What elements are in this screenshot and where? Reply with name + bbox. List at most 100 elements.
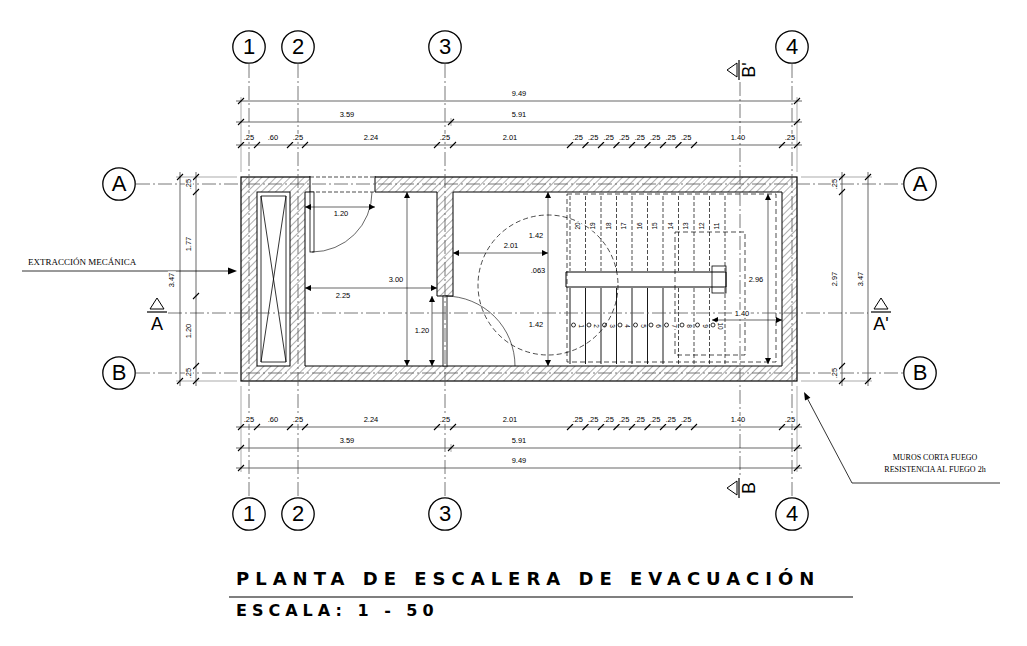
dimension-label: 3.47 bbox=[857, 271, 865, 288]
step-number: 16 bbox=[636, 221, 643, 230]
door-swing bbox=[312, 192, 372, 252]
grid-line bbox=[136, 184, 903, 185]
lobby-floor bbox=[305, 192, 437, 366]
step-number: 7 bbox=[670, 323, 677, 329]
dimension-line bbox=[453, 253, 548, 254]
section-line bbox=[168, 313, 868, 314]
dimension-label: .25 bbox=[572, 416, 584, 424]
grid-bubble-circle bbox=[429, 31, 461, 63]
door-swing bbox=[445, 296, 515, 366]
dimension-label: .25 bbox=[603, 416, 615, 424]
dimension-label: .25 bbox=[680, 416, 692, 424]
scale-caption: ESCALA: 1 - 50 bbox=[236, 602, 439, 620]
section-triangle bbox=[150, 298, 164, 309]
grid-line bbox=[298, 64, 299, 497]
dimension-label: 1.40 bbox=[734, 310, 751, 318]
grid-bubble: B bbox=[903, 356, 937, 390]
dimension-label: .063 bbox=[530, 267, 547, 275]
dimension-line bbox=[768, 194, 769, 364]
dimension-label: .25 bbox=[292, 134, 304, 142]
grid-label: B bbox=[112, 362, 127, 384]
stair-floor bbox=[453, 192, 782, 366]
dimension-label: .25 bbox=[572, 134, 584, 142]
step-number: 18 bbox=[605, 221, 612, 230]
grid-bubble: 3 bbox=[428, 497, 462, 531]
grid-line bbox=[249, 64, 250, 497]
dimension-label: .25 bbox=[665, 416, 677, 424]
grid-label: 4 bbox=[786, 503, 798, 525]
grid-label: 3 bbox=[439, 36, 451, 58]
grid-bubble: 1 bbox=[232, 30, 266, 64]
shaft-cross bbox=[261, 196, 286, 362]
grid-bubble: 2 bbox=[281, 497, 315, 531]
upper-treads bbox=[570, 196, 725, 271]
newel-post bbox=[712, 266, 726, 293]
dimension-label: 3.47 bbox=[168, 272, 176, 289]
dimension-label: .25 bbox=[784, 416, 796, 424]
dimension-label: .25 bbox=[618, 416, 630, 424]
dimension-ticks bbox=[177, 98, 871, 471]
grid-bubble-circle bbox=[103, 168, 135, 200]
leader-arrowhead bbox=[804, 392, 810, 401]
dimension-label: 2.25 bbox=[335, 292, 352, 300]
dimension-label: .25 bbox=[680, 134, 692, 142]
step-number: 19 bbox=[590, 221, 597, 230]
step-number: 15 bbox=[652, 221, 659, 230]
grid-bubble: 3 bbox=[428, 30, 462, 64]
grid-bubble-circle bbox=[282, 498, 314, 530]
dimension-label: 1.20 bbox=[185, 323, 193, 340]
dimension-label: .25 bbox=[439, 134, 451, 142]
step-number: 3 bbox=[608, 323, 615, 329]
section-label: A' bbox=[872, 315, 889, 335]
dimension-label: 3.59 bbox=[339, 437, 356, 445]
section-bar bbox=[871, 311, 891, 312]
dimension-label: .60 bbox=[267, 416, 279, 424]
lower-treads-hidden bbox=[679, 288, 726, 364]
grid-label: 2 bbox=[292, 503, 304, 525]
note-label: MUROS CORTA FUEGO RESISTENCIA AL FUEGO 2… bbox=[869, 452, 1001, 476]
grid-bubble-circle bbox=[233, 498, 265, 530]
grid-label: A bbox=[112, 173, 127, 195]
dimension-label: 5.91 bbox=[511, 437, 528, 445]
grid-label: 2 bbox=[292, 36, 304, 58]
section-label: A bbox=[150, 315, 164, 335]
dimension-label: .25 bbox=[649, 134, 661, 142]
dimension-label: 9.49 bbox=[511, 90, 528, 98]
dimension-label: .60 bbox=[267, 134, 279, 142]
step-number: 17 bbox=[621, 221, 628, 230]
dimension-label: .25 bbox=[439, 416, 451, 424]
dimension-label: .25 bbox=[831, 178, 839, 190]
dimension-label: .25 bbox=[649, 416, 661, 424]
grid-line bbox=[136, 373, 903, 374]
grid-bubble-circle bbox=[103, 357, 135, 389]
dimension-label: 2.01 bbox=[502, 134, 519, 142]
door-leaf bbox=[310, 192, 314, 252]
dimension-label: 1.42 bbox=[528, 232, 545, 240]
dimension-label: .25 bbox=[243, 416, 255, 424]
dimension-label: 3.00 bbox=[388, 276, 405, 284]
dimension-line bbox=[407, 192, 408, 366]
step-number: 14 bbox=[667, 221, 674, 230]
step-number: 8 bbox=[685, 323, 692, 329]
dimension-line bbox=[432, 296, 433, 366]
upper-stair-outline bbox=[567, 194, 776, 362]
dimension-label: 5.91 bbox=[511, 111, 528, 119]
extraction-shaft bbox=[257, 192, 290, 366]
step-number: 6 bbox=[654, 323, 661, 329]
dimension-label: 3.59 bbox=[339, 111, 356, 119]
dimension-label: .25 bbox=[618, 134, 630, 142]
section-triangle bbox=[874, 298, 888, 309]
dimension-label: .25 bbox=[587, 416, 599, 424]
grid-label: 3 bbox=[439, 503, 451, 525]
step-number: 2 bbox=[592, 323, 599, 329]
dimension-line bbox=[548, 192, 549, 366]
section-label: B bbox=[740, 481, 760, 495]
note-label: EXTRACCIÓN MECÁNICA bbox=[27, 258, 137, 268]
grid-line bbox=[445, 64, 446, 497]
leader-line bbox=[808, 399, 1000, 483]
grid-label: 1 bbox=[243, 503, 255, 525]
section-label: B' bbox=[740, 61, 760, 78]
grid-bubble-circle bbox=[904, 357, 936, 389]
grid-bubble: 4 bbox=[775, 30, 809, 64]
grid-bubble: A bbox=[903, 167, 937, 201]
